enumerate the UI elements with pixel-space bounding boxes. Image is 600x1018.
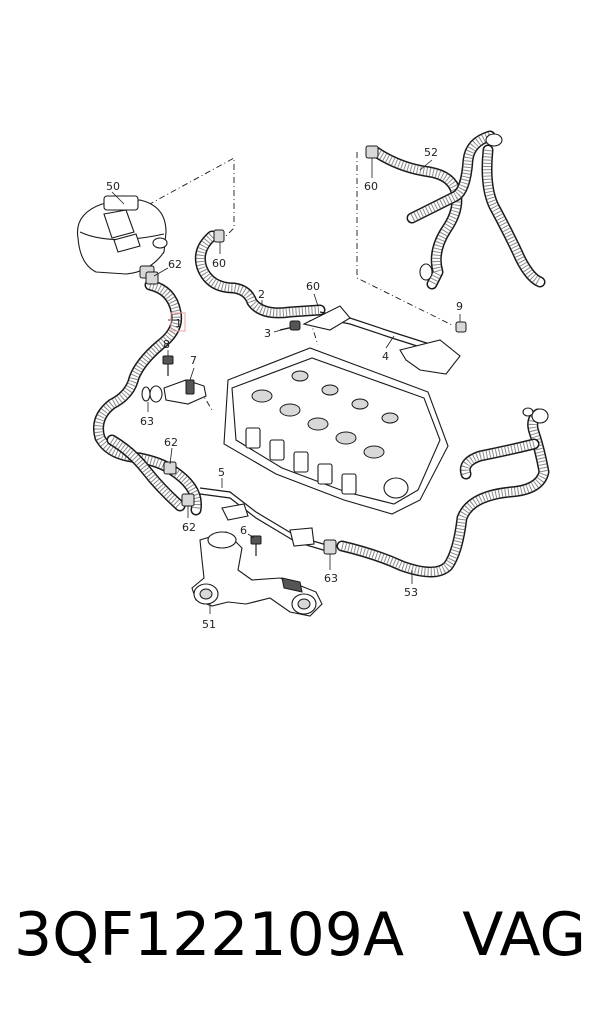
coolant-hose-diagram: 50 62 1 60 2 60 3 52 60 9 4 8 7 63 62 5 … [76,130,550,631]
callout-63-right: 63 [324,572,338,585]
leader-lines [111,158,461,614]
callout-8: 8 [163,338,170,351]
callout-60-middle: 60 [306,280,320,293]
hose-52 [365,130,546,290]
callout-6: 6 [240,524,247,537]
hose-53 [336,407,550,578]
callout-2: 2 [258,288,265,301]
sensor-7 [149,379,207,405]
hose-2 [194,229,326,319]
pipe-5 [199,487,337,555]
brand-name: VAG [462,900,586,970]
callout-3: 3 [264,327,271,340]
callout-52: 52 [424,146,438,159]
callout-7: 7 [190,354,197,367]
callout-63-left: 63 [140,415,154,428]
expansion-tank [76,195,168,279]
coolant-flange-51 [191,531,323,617]
callout-62-top: 62 [168,258,182,271]
callout-51: 51 [202,618,216,631]
clamp-62a [145,271,159,285]
callout-62-middle: 62 [164,436,178,449]
callout-53: 53 [404,586,418,599]
pipe-4 [302,305,467,375]
callout-1-box [170,312,186,332]
callout-4: 4 [382,350,389,363]
o-ring-63a [141,386,151,402]
screw-3 [279,320,301,331]
clamp-62c [181,493,195,507]
callout-5: 5 [218,466,225,479]
callout-1: 1 [175,317,182,330]
callout-labels: 50 62 1 60 2 60 3 52 60 9 4 8 7 63 62 5 … [106,146,463,631]
part-number: 3QF122109A [14,900,404,970]
callout-9: 9 [456,300,463,313]
cylinder-head-ports [245,370,409,499]
screw-8 [162,355,174,376]
callout-62-bottom: 62 [182,521,196,534]
callout-60-upper-left: 60 [212,257,226,270]
callout-60-upper-right: 60 [364,180,378,193]
footer: 3QF122109A VAG [0,895,600,985]
screw-6 [250,535,262,556]
cylinder-head [223,347,449,515]
callout-50: 50 [106,180,120,193]
